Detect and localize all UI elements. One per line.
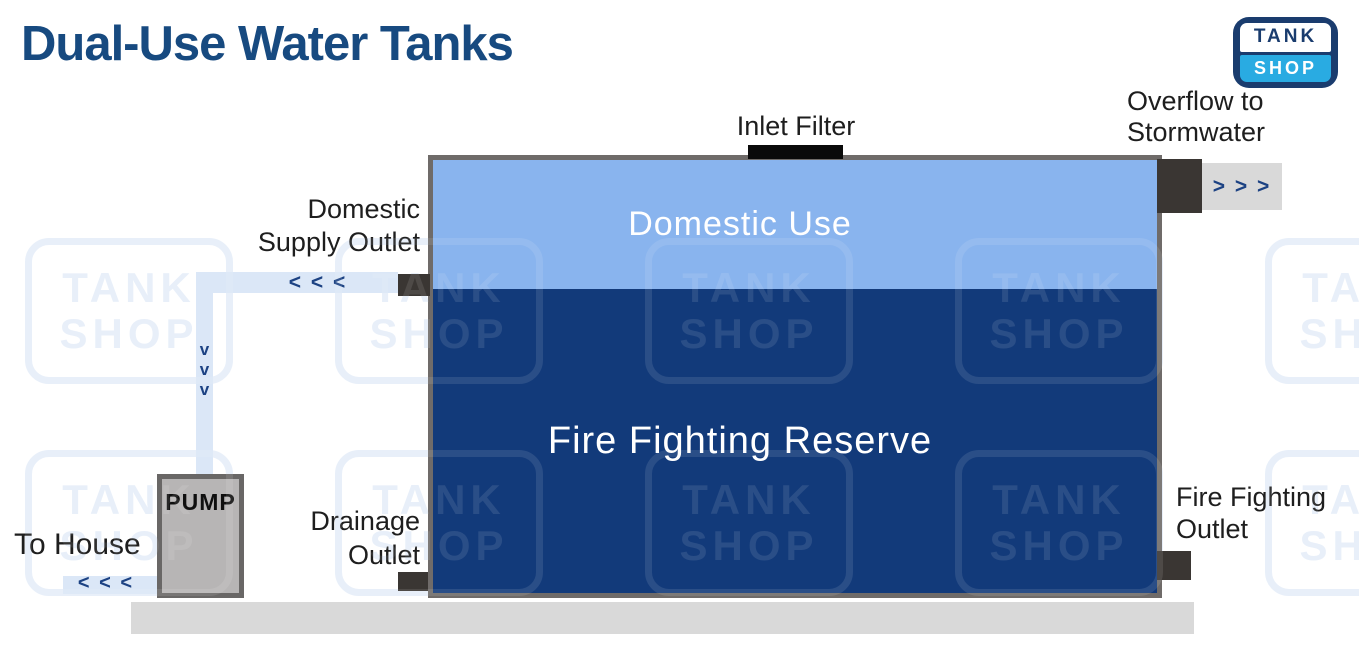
drainage-connector bbox=[398, 572, 428, 591]
supply-pipe-horizontal bbox=[196, 272, 398, 293]
overflow-connector bbox=[1157, 159, 1202, 213]
fire-fighting-connector bbox=[1157, 551, 1191, 580]
tank-domestic-section: Domestic Use bbox=[433, 160, 1157, 289]
supply-arrows-icon: < < < bbox=[288, 271, 348, 294]
fire-fighting-label-line1: Fire Fighting bbox=[1176, 482, 1327, 512]
domestic-supply-label: Domestic Supply Outlet bbox=[196, 193, 420, 259]
tank-fire-section: Fire Fighting Reserve bbox=[433, 289, 1157, 593]
fire-fighting-label-line2: Outlet bbox=[1176, 514, 1249, 544]
down-arrow-icon: v bbox=[199, 340, 210, 359]
ground bbox=[131, 602, 1194, 634]
tankshop-logo: TANK SHOP bbox=[1233, 17, 1338, 88]
supply-pipe-vertical bbox=[196, 272, 213, 475]
house-pipe bbox=[63, 576, 157, 594]
pump-label: PUMP bbox=[165, 489, 236, 515]
pump-box: PUMP bbox=[157, 474, 244, 598]
logo-tank-text: TANK bbox=[1240, 23, 1331, 52]
house-arrows-icon: < < < bbox=[77, 572, 135, 594]
tank-body: Domestic Use Fire Fighting Reserve bbox=[428, 155, 1162, 598]
inlet-filter-label: Inlet Filter bbox=[736, 111, 856, 141]
page-title: Dual-Use Water Tanks bbox=[21, 17, 514, 71]
domestic-supply-label-line2: Supply Outlet bbox=[257, 227, 420, 257]
overflow-label: Overflow to Stormwater bbox=[1127, 86, 1265, 148]
overflow-arrows-icon: > > > bbox=[1212, 174, 1272, 198]
domestic-use-label: Domestic Use bbox=[628, 205, 852, 243]
domestic-supply-label-line1: Domestic bbox=[307, 194, 420, 224]
overflow-label-line2: Stormwater bbox=[1127, 117, 1266, 147]
overflow-label-line1: Overflow to bbox=[1127, 86, 1264, 116]
down-arrow-icon: v bbox=[199, 360, 210, 379]
fire-fighting-outlet-label: Fire Fighting Outlet bbox=[1176, 481, 1326, 545]
fire-reserve-label: Fire Fighting Reserve bbox=[547, 419, 933, 462]
down-arrows-icon: v v v bbox=[194, 340, 215, 400]
drainage-label-line2: Outlet bbox=[347, 540, 420, 570]
drainage-label-line1: Drainage bbox=[310, 506, 420, 536]
logo-shop-text: SHOP bbox=[1240, 54, 1331, 82]
to-house-label: To House bbox=[14, 528, 141, 561]
overflow-pipe: > > > bbox=[1202, 163, 1282, 210]
drainage-label: Drainage Outlet bbox=[250, 504, 420, 572]
down-arrow-icon: v bbox=[199, 380, 210, 399]
inlet-filter-block bbox=[748, 145, 843, 159]
domestic-supply-connector bbox=[398, 274, 430, 296]
